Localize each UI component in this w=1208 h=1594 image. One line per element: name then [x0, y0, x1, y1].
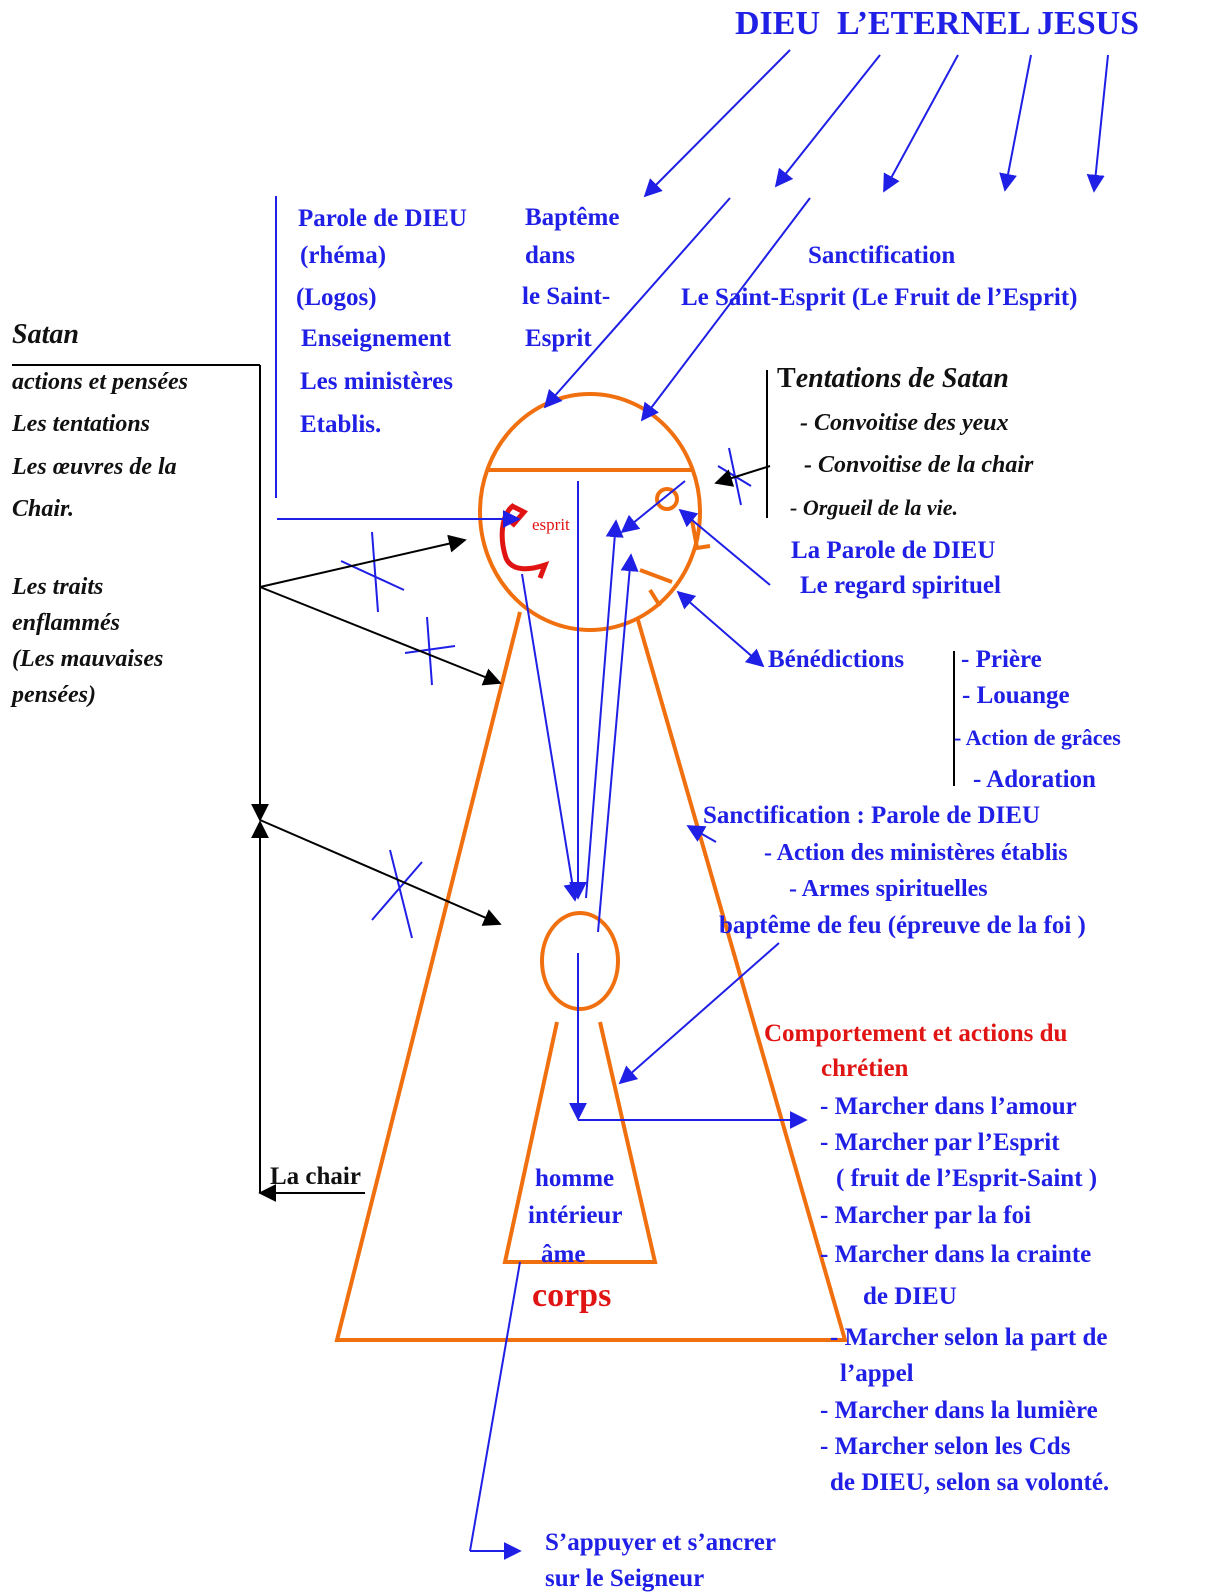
appuyer-line: S’appuyer et s’ancrer	[545, 1529, 776, 1556]
sanctification-title: Sanctification	[808, 242, 955, 269]
sanctification-line: Sanctification : Parole de DIEU	[703, 802, 1040, 829]
regard-block: La Parole de DIEU Le regard spirituel	[791, 537, 1001, 599]
blue-arrows	[275, 49, 1109, 1560]
homme-line: homme	[535, 1165, 614, 1192]
satan-line: Chair.	[12, 496, 74, 522]
comportement-block: Comportement et actions du chrétien - Ma…	[764, 1020, 1109, 1496]
comportement-item: l’appel	[840, 1360, 914, 1387]
black-arrows	[12, 364, 955, 1202]
bapteme-line: Baptême	[525, 204, 619, 231]
regard-line: Le regard spirituel	[800, 572, 1001, 599]
comportement-item: - Marcher par l’Esprit	[820, 1129, 1060, 1156]
satan-line: actions et pensées	[12, 369, 188, 395]
sanctification-line: - Armes spirituelles	[789, 876, 988, 902]
bapteme-line: le Saint-	[522, 283, 610, 310]
inner-man-trapezoid	[502, 1021, 658, 1264]
bapteme-block: Baptême dans le Saint- Esprit	[522, 204, 619, 352]
comportement-item: - Marcher selon la part de	[830, 1324, 1108, 1351]
homme-line: âme	[541, 1241, 585, 1268]
parole-line: Enseignement	[301, 325, 452, 352]
tentation-item: - Convoitise des yeux	[800, 410, 1009, 436]
parole-line: Etablis.	[300, 411, 381, 438]
traits-block: Les traits enflammés (Les mauvaises pens…	[10, 574, 163, 708]
tentations-title: Tentations de Satan	[777, 363, 1009, 394]
head-circle	[478, 392, 702, 632]
comportement-item: - Marcher dans la lumière	[820, 1397, 1098, 1424]
heart-oval	[540, 911, 620, 1011]
parole-line: (Logos)	[296, 284, 377, 311]
ear-mark	[690, 519, 711, 551]
comportement-title: Comportement et actions du	[764, 1020, 1068, 1047]
comportement-item: ( fruit de l’Esprit-Saint )	[836, 1165, 1097, 1192]
comportement-item: - Marcher par la foi	[820, 1202, 1031, 1229]
comportement-item: de DIEU	[863, 1283, 957, 1310]
benediction-item: - Adoration	[973, 766, 1096, 793]
appuyer-line: sur le Seigneur	[545, 1565, 704, 1592]
esprit-label: esprit	[532, 515, 570, 534]
parole-block: Parole de DIEU (rhéma) (Logos) Enseignem…	[296, 205, 467, 438]
homme-line: intérieur	[528, 1202, 622, 1229]
homme-block: homme intérieur âme	[528, 1165, 622, 1268]
satan-line: Les œuvres de la	[11, 454, 177, 480]
sanctification-block: Sanctification : Parole de DIEU - Action…	[703, 802, 1086, 939]
tentation-item: - Convoitise de la chair	[804, 452, 1034, 478]
mouth-mark	[639, 568, 673, 608]
satan-line: Les tentations	[11, 411, 150, 437]
bapteme-line: dans	[525, 242, 575, 269]
benedictions-block: Bénédictions - Prière - Louange - Action…	[768, 646, 1121, 793]
sanctification-top: Sanctification Le Saint-Esprit (Le Fruit…	[681, 242, 1078, 311]
body-trapezoid	[334, 611, 848, 1342]
comportement-item: - Marcher dans la crainte	[820, 1241, 1091, 1268]
comportement-item: - Marcher dans l’amour	[820, 1093, 1077, 1120]
satan-block: actions et pensées Les tentations Les œu…	[11, 369, 188, 522]
appuyer-block: S’appuyer et s’ancrer sur le Seigneur	[545, 1529, 776, 1592]
parole-line: (rhéma)	[300, 242, 386, 269]
top-title: DIEU L’ETERNEL JESUS	[735, 5, 1139, 42]
benedictions-title: Bénédictions	[768, 646, 904, 673]
chair-label: La chair	[270, 1163, 361, 1190]
sanctification-line: - Action des ministères établis	[764, 840, 1068, 866]
comportement-item: de DIEU, selon sa volonté.	[830, 1469, 1109, 1496]
human-figure	[334, 392, 848, 1342]
benediction-item: - Louange	[962, 682, 1070, 709]
tentation-item: - Orgueil de la vie.	[790, 495, 958, 520]
tentations-block: Tentations de Satan - Convoitise des yeu…	[777, 363, 1034, 520]
eye-circle	[655, 487, 679, 511]
benediction-item: - Action de grâces	[954, 725, 1121, 750]
regard-line: La Parole de DIEU	[791, 537, 995, 564]
corps-label: corps	[532, 1277, 611, 1314]
sanctification-line: baptême de feu (épreuve de la foi )	[719, 912, 1086, 939]
comportement-title: chrétien	[821, 1055, 909, 1082]
traits-line: enflammés	[12, 610, 120, 636]
saint-esprit-line: Le Saint-Esprit (Le Fruit de l’Esprit)	[681, 284, 1078, 311]
comportement-item: - Marcher selon les Cds	[820, 1433, 1071, 1460]
parole-line: Parole de DIEU	[298, 205, 467, 232]
parole-line: Les ministères	[300, 368, 453, 395]
benediction-item: - Prière	[961, 646, 1042, 673]
satan-title: Satan	[12, 319, 79, 350]
traits-line: Les traits	[11, 574, 103, 600]
traits-line: pensées)	[10, 682, 96, 708]
bapteme-line: Esprit	[525, 325, 592, 352]
spirit-hook-top	[510, 503, 528, 528]
traits-line: (Les mauvaises	[12, 646, 163, 672]
